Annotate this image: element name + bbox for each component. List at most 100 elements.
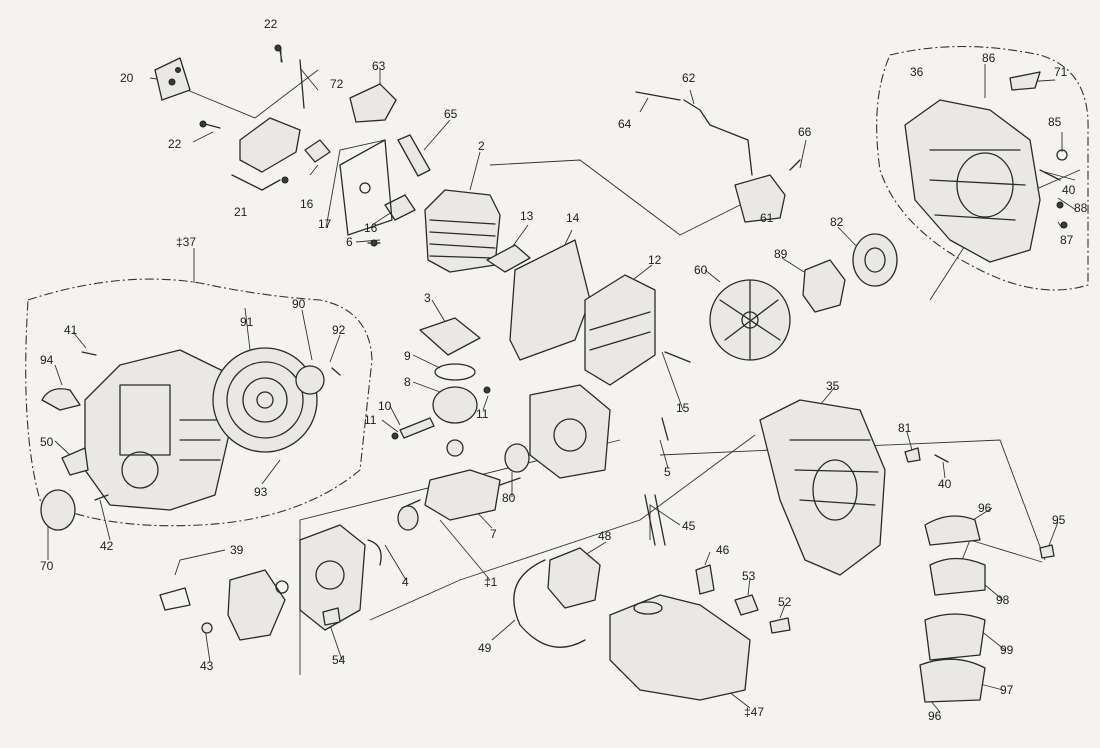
part-clamp-62 xyxy=(683,99,753,176)
callout-53: 53 xyxy=(742,569,756,583)
part-cover-71 xyxy=(1009,71,1041,91)
part-screw-66 xyxy=(789,159,801,171)
callout-90: 90 xyxy=(292,297,306,311)
group-outline-recoil-starter xyxy=(25,278,373,527)
callout-20: 20 xyxy=(120,71,134,85)
part-81 xyxy=(904,447,921,463)
part-fuel-tank-47 xyxy=(609,594,751,701)
part-52 xyxy=(769,617,791,634)
callout-6: 6 xyxy=(346,235,353,249)
callout-65: 65 xyxy=(444,107,458,121)
callout-35: 35 xyxy=(826,379,840,393)
part-85 xyxy=(1056,149,1068,161)
callout-82: 82 xyxy=(830,215,844,229)
callout-40-top: 40 xyxy=(1062,183,1076,197)
part-gasket-49 xyxy=(513,559,586,648)
part-41 xyxy=(81,351,97,356)
callout-7: 7 xyxy=(490,527,497,541)
part-clip-11a xyxy=(391,432,399,440)
part-ring-9 xyxy=(434,363,476,381)
part-seal-left xyxy=(397,505,419,531)
callout-96-top: 96 xyxy=(978,501,992,515)
callout-85: 85 xyxy=(1048,115,1062,129)
part-throttle-bracket-21 xyxy=(239,117,301,173)
callout-15: 15 xyxy=(676,401,690,415)
part-48 xyxy=(547,547,601,609)
part-98 xyxy=(929,557,986,596)
part-spring-90 xyxy=(295,365,325,395)
callout-71: 71 xyxy=(1054,65,1068,79)
part-pulley-91 xyxy=(212,347,318,453)
part-96a xyxy=(924,515,981,546)
callout-16-top: 16 xyxy=(300,197,314,211)
callout-47: ‡47 xyxy=(744,705,764,719)
callout-13: 13 xyxy=(520,209,534,223)
part-piston-8 xyxy=(432,386,478,424)
part-95 xyxy=(1039,544,1055,559)
part-fan-cover-35 xyxy=(759,399,886,576)
part-53 xyxy=(734,594,759,616)
part-screw-22-top xyxy=(279,49,305,109)
callout-10: 10 xyxy=(378,399,392,413)
callout-2: 2 xyxy=(478,139,485,153)
part-gasket-13 xyxy=(486,244,531,273)
callout-45: 45 xyxy=(682,519,696,533)
callout-97: 97 xyxy=(1000,683,1014,697)
part-54 xyxy=(322,607,341,626)
part-pin-10 xyxy=(399,417,435,439)
part-clip-11b xyxy=(483,386,491,394)
callout-9: 9 xyxy=(404,349,411,363)
callout-80: 80 xyxy=(502,491,516,505)
part-ignition-coil-61 xyxy=(734,174,786,223)
callout-16-low: 16 xyxy=(364,221,378,235)
callout-96-bottom: 96 xyxy=(928,709,942,723)
callout-88: 88 xyxy=(1074,201,1088,215)
part-crankcase-left xyxy=(299,524,366,631)
callout-46: 46 xyxy=(716,543,730,557)
part-muffler-12 xyxy=(584,274,656,386)
part-rod-64 xyxy=(635,91,681,101)
part-screw-5 xyxy=(661,417,669,441)
part-92 xyxy=(331,367,341,376)
part-plate-39 xyxy=(227,569,286,641)
part-grip-50 xyxy=(61,447,89,476)
callout-63: 63 xyxy=(372,59,386,73)
part-crankshaft-7 xyxy=(424,469,501,521)
part-screw-40a xyxy=(1039,169,1061,181)
callout-93: 93 xyxy=(254,485,268,499)
part-starter-housing-37 xyxy=(84,349,231,511)
group-outline-fan-housing xyxy=(876,46,1089,291)
callout-86: 86 xyxy=(982,51,996,65)
callout-92: 92 xyxy=(332,323,346,337)
callout-99: 99 xyxy=(1000,643,1014,657)
callout-70: 70 xyxy=(40,559,54,573)
part-plug-cap-63 xyxy=(349,83,397,123)
callout-94: 94 xyxy=(40,353,54,367)
callout-3: 3 xyxy=(424,291,431,305)
callout-4: 4 xyxy=(402,575,409,589)
callout-52: 52 xyxy=(778,595,792,609)
callout-98: 98 xyxy=(996,593,1010,607)
part-insulator-17 xyxy=(339,139,393,236)
callout-1: ‡1 xyxy=(484,575,498,589)
part-43 xyxy=(201,622,213,634)
callout-22-top: 22 xyxy=(264,17,278,31)
part-gasket-16 xyxy=(304,139,331,163)
callout-54: 54 xyxy=(332,653,346,667)
part-screw-40b xyxy=(934,454,949,463)
callout-22-left: 22 xyxy=(168,137,182,151)
callout-5: 5 xyxy=(664,465,671,479)
callout-21: 21 xyxy=(234,205,248,219)
callout-17: 17 xyxy=(318,217,332,231)
part-88 xyxy=(1056,201,1064,209)
callout-11-right: 11 xyxy=(476,407,489,421)
callout-39: 39 xyxy=(230,543,244,557)
part-gasket-3 xyxy=(419,317,481,356)
part-screw-22-left xyxy=(204,123,221,129)
callout-48: 48 xyxy=(598,529,612,543)
callout-37: ‡37 xyxy=(176,235,196,249)
callout-91: 91 xyxy=(240,315,254,329)
part-99 xyxy=(924,613,986,661)
